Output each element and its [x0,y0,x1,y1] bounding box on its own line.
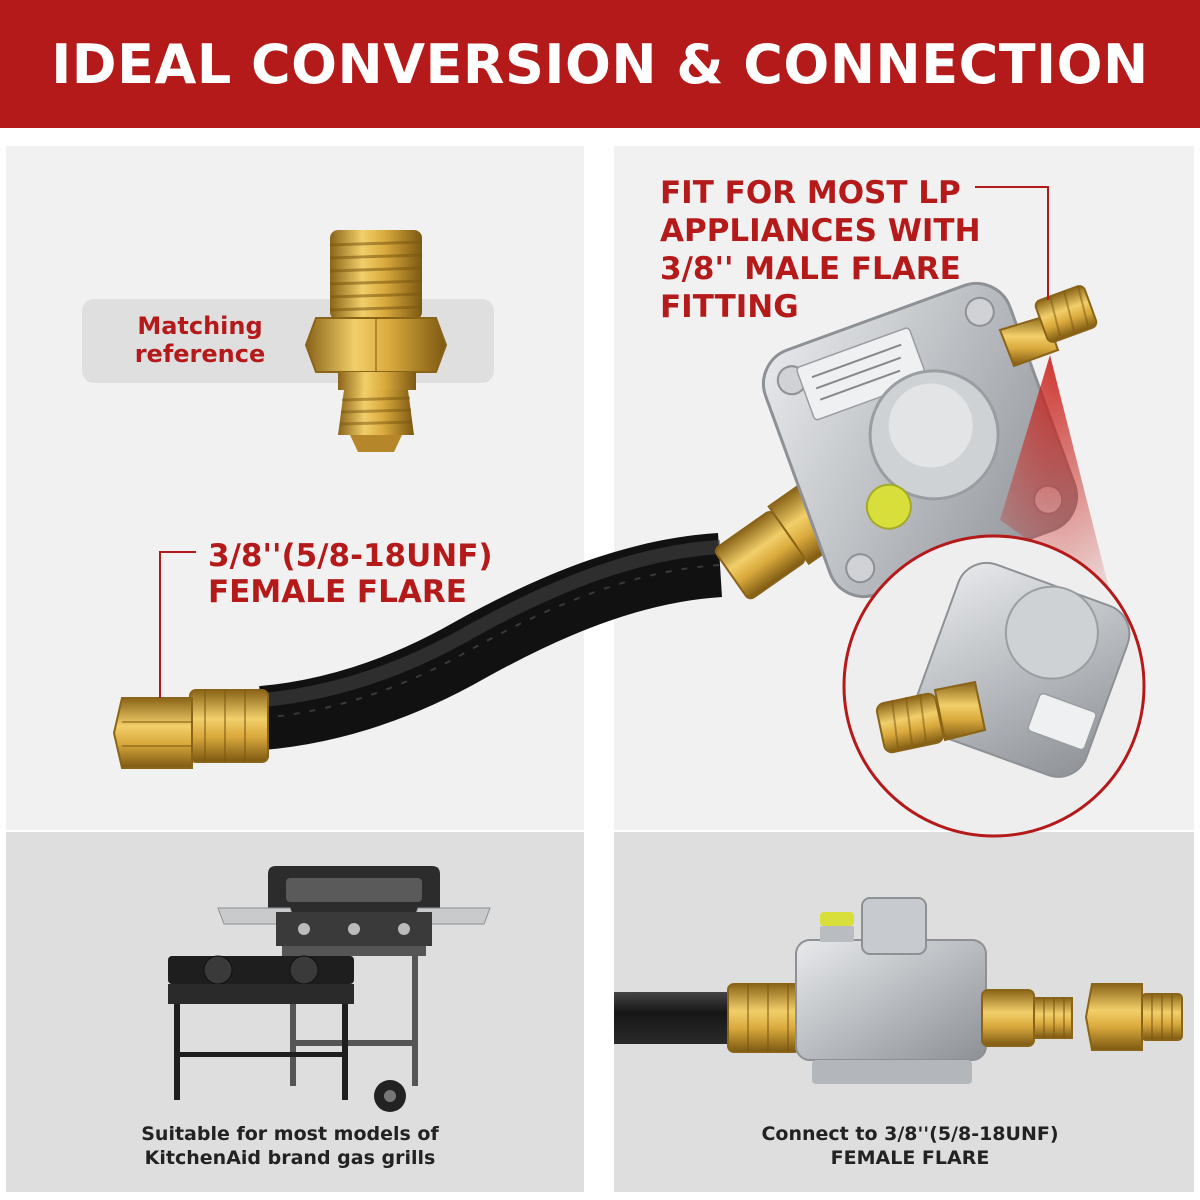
callout-right-line1: FIT FOR MOST LP [660,175,961,211]
caption-connect: Connect to 3/8''(5/8-18UNF) FEMALE FLARE [700,1122,1120,1170]
callout-left-line1: 3/8''(5/8-18UNF) [208,538,493,574]
callout-right-line3: 3/8'' MALE FLARE [660,251,961,287]
callout-female-flare: 3/8''(5/8-18UNF) FEMALE FLARE [208,538,493,610]
matching-reference-line2: reference [134,340,266,368]
zoom-detail-circle [842,534,1146,838]
callout-left-line2: FEMALE FLARE [208,574,467,610]
connection-diagram [614,897,1183,1084]
page-title: IDEAL CONVERSION & CONNECTION [51,32,1149,96]
caption-right-line2: FEMALE FLARE [830,1147,990,1169]
header-banner: IDEAL CONVERSION & CONNECTION [0,0,1200,128]
callout-leader-left [159,551,196,698]
callout-right-line2: APPLIANCES WITH [660,213,981,249]
callout-lp-appliances: FIT FOR MOST LP APPLIANCES WITH 3/8'' MA… [660,174,981,326]
matching-reference-line1: Matching [137,312,263,340]
grill-icon [217,866,491,1112]
regulator-icon [762,282,1098,598]
caption-grills: Suitable for most models of KitchenAid b… [80,1122,500,1170]
caption-left-line1: Suitable for most models of [141,1123,439,1145]
burner-stove-icon [168,955,354,1100]
brass-fitting-icon [304,230,448,452]
callout-leader-right [975,186,1049,300]
caption-left-line2: KitchenAid brand gas grills [144,1147,436,1169]
caption-right-line1: Connect to 3/8''(5/8-18UNF) [761,1123,1059,1145]
matching-reference-label: Matching reference [100,312,300,368]
hose-icon [258,533,723,750]
female-flare-fitting [112,689,269,769]
callout-right-line4: FITTING [660,289,799,325]
